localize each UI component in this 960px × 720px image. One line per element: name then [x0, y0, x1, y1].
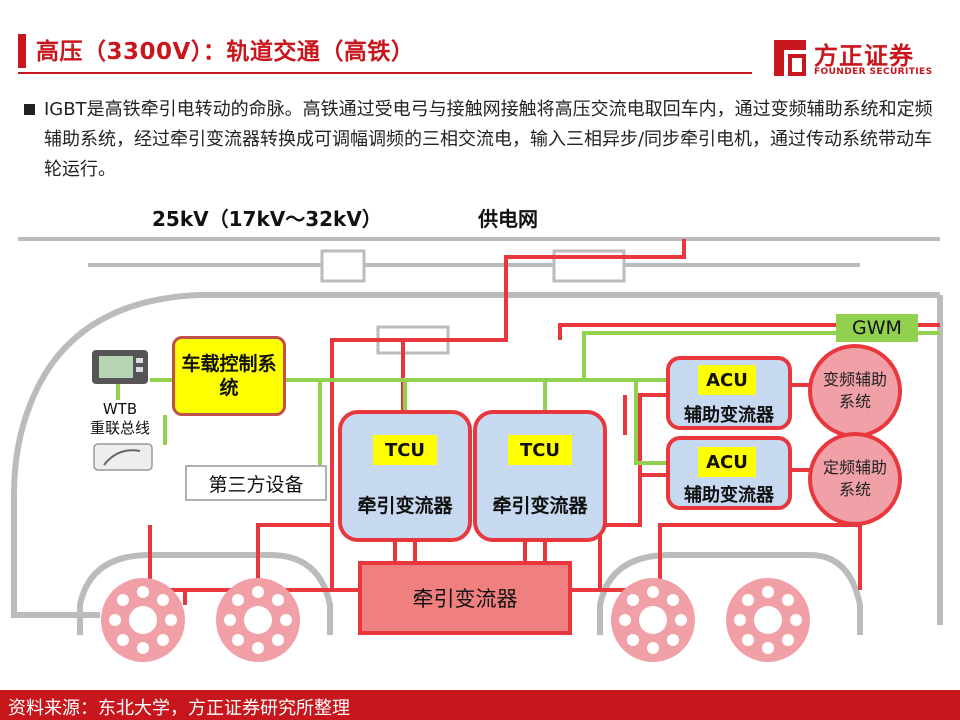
gwm-gateway-box: GWM: [836, 314, 918, 342]
bullet-square-icon: [24, 104, 35, 115]
wtb-bus-label: WTB 重联总线: [89, 400, 150, 437]
main-converter-label: 牵引变流器: [412, 587, 518, 611]
acu-tag: ACU: [698, 365, 756, 395]
monitor-icon: [92, 350, 148, 384]
acu-converter-label: 辅助变流器: [684, 405, 774, 426]
wheels: [101, 578, 810, 662]
train-body-outline: [11, 292, 940, 618]
logo-chinese-text: 方正证券: [814, 42, 914, 70]
page-title: 高压（3300V）：轨道交通（高铁）: [36, 39, 415, 65]
wheel-4: [726, 578, 810, 662]
source-note: 资料来源：东北大学，方正证券研究所整理: [8, 698, 350, 719]
aux-system-label: 定频辅助系统: [822, 458, 887, 499]
wheel-3: [611, 578, 695, 662]
wheel-2: [216, 578, 300, 662]
title-divider: [18, 72, 752, 74]
power-grid-label: 供电网: [478, 207, 538, 231]
bullet-paragraph: IGBT是高铁牵引电转动的命脉。高铁通过受电弓与接触网接触将高压交流电取回车内，…: [44, 99, 933, 180]
main-converter-box: [358, 561, 572, 635]
third-party-device-box: 第三方设备: [185, 465, 327, 501]
company-logo: 方正证券 FOUNDER SECURITIES: [766, 36, 934, 84]
tcu-converter-label: 牵引变流器: [492, 495, 588, 517]
diagram-graphics: [11, 237, 943, 662]
acu-converter-label: 辅助变流器: [684, 485, 774, 506]
wheel-1: [101, 578, 185, 662]
acu-tag: ACU: [698, 447, 756, 477]
tcu-tag: TCU: [508, 435, 572, 465]
founder-logo-icon: [774, 40, 806, 76]
title-accent-bar: [18, 34, 26, 68]
voltage-label: 25kV（17kV～32kV）: [152, 207, 382, 231]
aux-system-circle-2: [808, 432, 902, 526]
high-speed-rail-diagram: 25kV（17kV～32kV） 供电网 GWM 车载控制系统 WTB 重联总线 …: [0, 195, 960, 690]
footer-bar: 资料来源：东北大学，方正证券研究所整理: [0, 690, 960, 720]
aux-system-label: 变频辅助系统: [822, 370, 887, 411]
logo-english-text: FOUNDER SECURITIES: [814, 67, 933, 77]
tcu-box-2: [473, 410, 607, 542]
bus-connector-icon: [93, 443, 153, 471]
rear-bogie: [597, 552, 863, 635]
tcu-converter-label: 牵引变流器: [357, 495, 453, 517]
pantograph-block: [320, 249, 366, 283]
tcu-tag: TCU: [373, 435, 437, 465]
tcu-box-1: [338, 410, 472, 542]
vehicle-control-system-box: 车载控制系统: [172, 336, 286, 416]
